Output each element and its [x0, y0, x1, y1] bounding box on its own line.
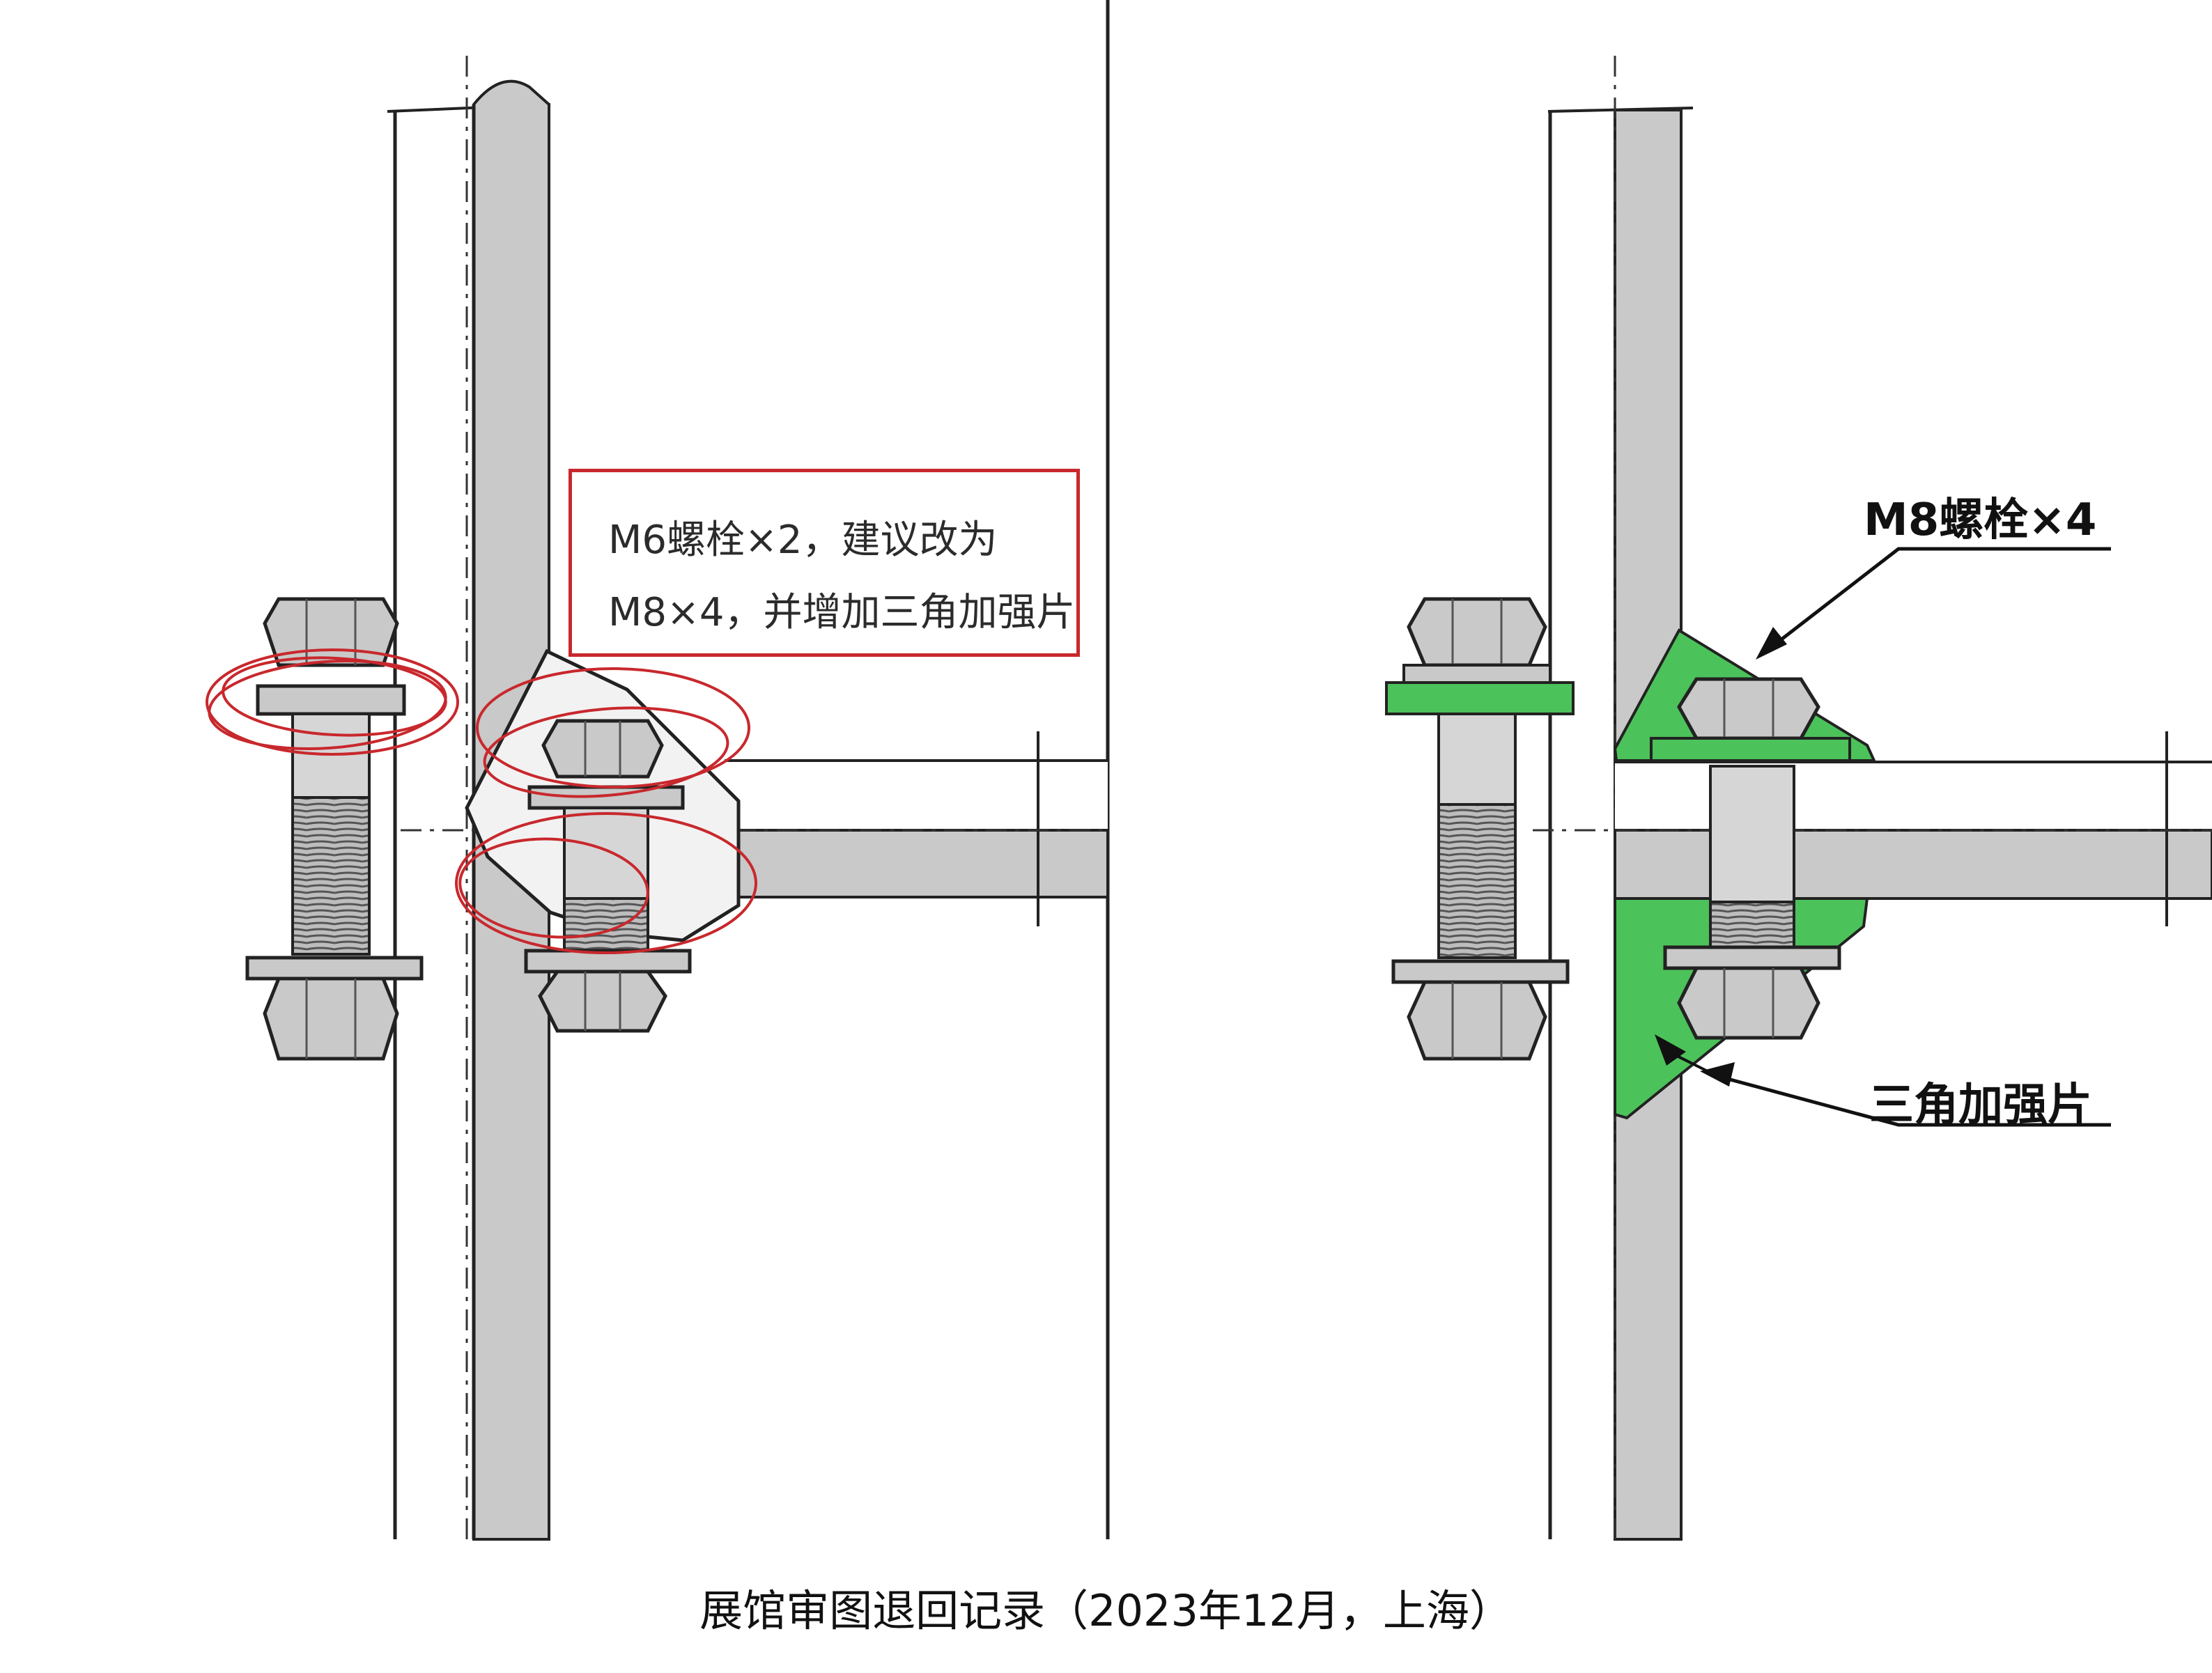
m6-bolt-left	[245, 597, 424, 1061]
bolt-spec-label: M8螺栓×4	[1864, 495, 2097, 546]
review-comment-line-1: M6螺栓×2，建议改为	[608, 518, 998, 563]
red-markup-circles	[206, 648, 757, 954]
gusset-label: 三角加强片	[1869, 1080, 2092, 1131]
horizontal-beam	[723, 829, 1109, 898]
figure-caption: 展馆审图退回记录（2023年12月，上海）	[699, 1585, 1513, 1636]
leader-gusset	[1655, 1034, 2111, 1127]
green-washer	[1385, 681, 1575, 715]
m6-bolt-center	[524, 719, 692, 1033]
review-comment-line-2: M8×4，并增加三角加强片	[608, 590, 1076, 635]
right-panel-revised	[1385, 56, 2212, 1541]
review-comment-box: M6螺栓×2，建议改为 M8×4，并增加三角加强片	[569, 469, 1080, 657]
left-panel-original	[206, 0, 1110, 1541]
m8-bolt-center	[1650, 677, 1851, 1040]
horizontal-beam	[1614, 829, 2212, 900]
m8-bolt-left	[1385, 597, 1575, 1061]
leader-bolt	[1756, 547, 2111, 660]
